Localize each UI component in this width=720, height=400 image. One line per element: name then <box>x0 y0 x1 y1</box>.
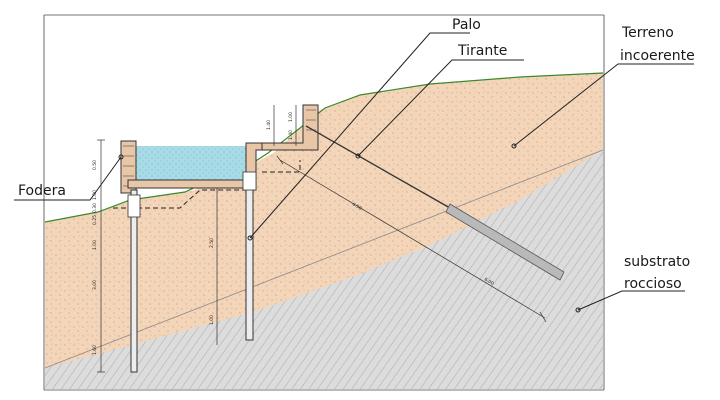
label-fodera: Fodera <box>18 183 66 199</box>
label-terreno-line1: Terreno <box>621 25 674 41</box>
dim-left-pile1: 1.00 <box>92 240 98 250</box>
middle-pile <box>245 187 254 341</box>
label-tirante: Tirante <box>457 43 507 59</box>
upper-wall <box>261 104 319 151</box>
water-basin <box>136 146 246 180</box>
dimension-lines <box>97 105 547 373</box>
leader-lines <box>14 32 694 313</box>
dim-tie-len2: 6.00 <box>483 277 495 287</box>
rock-layer <box>45 150 603 389</box>
tie-rod <box>305 125 451 209</box>
dim-left-wall: 1.00 <box>92 190 98 200</box>
dim-left-top: 0.50 <box>92 160 98 170</box>
dim-mid-pile2: 1.00 <box>209 315 215 325</box>
dim-top-small1: 1.00 <box>288 112 294 122</box>
dim-left-pile2: 3.00 <box>92 280 98 290</box>
dim-left-mid2: 0.25 <box>92 215 98 225</box>
label-palo: Palo <box>452 17 481 33</box>
left-pile <box>130 189 138 373</box>
dim-top-small2: 1.40 <box>288 130 294 140</box>
dim-mid-pile1: 2.50 <box>209 238 215 248</box>
label-terreno-line2: incoerente <box>620 48 695 64</box>
label-substrato-line2: roccioso <box>624 276 682 292</box>
dim-top-wall: 1.40 <box>266 120 272 130</box>
left-pile-head <box>127 194 141 218</box>
dim-tie-len1: 6.50 <box>351 202 363 212</box>
dim-left-pile3: 1.60 <box>92 345 98 355</box>
dim-left-mid1: 0.30 <box>92 203 98 213</box>
tie-anchor <box>445 203 565 281</box>
basin-slab <box>127 179 253 189</box>
label-substrato-line1: substrato <box>624 254 690 270</box>
